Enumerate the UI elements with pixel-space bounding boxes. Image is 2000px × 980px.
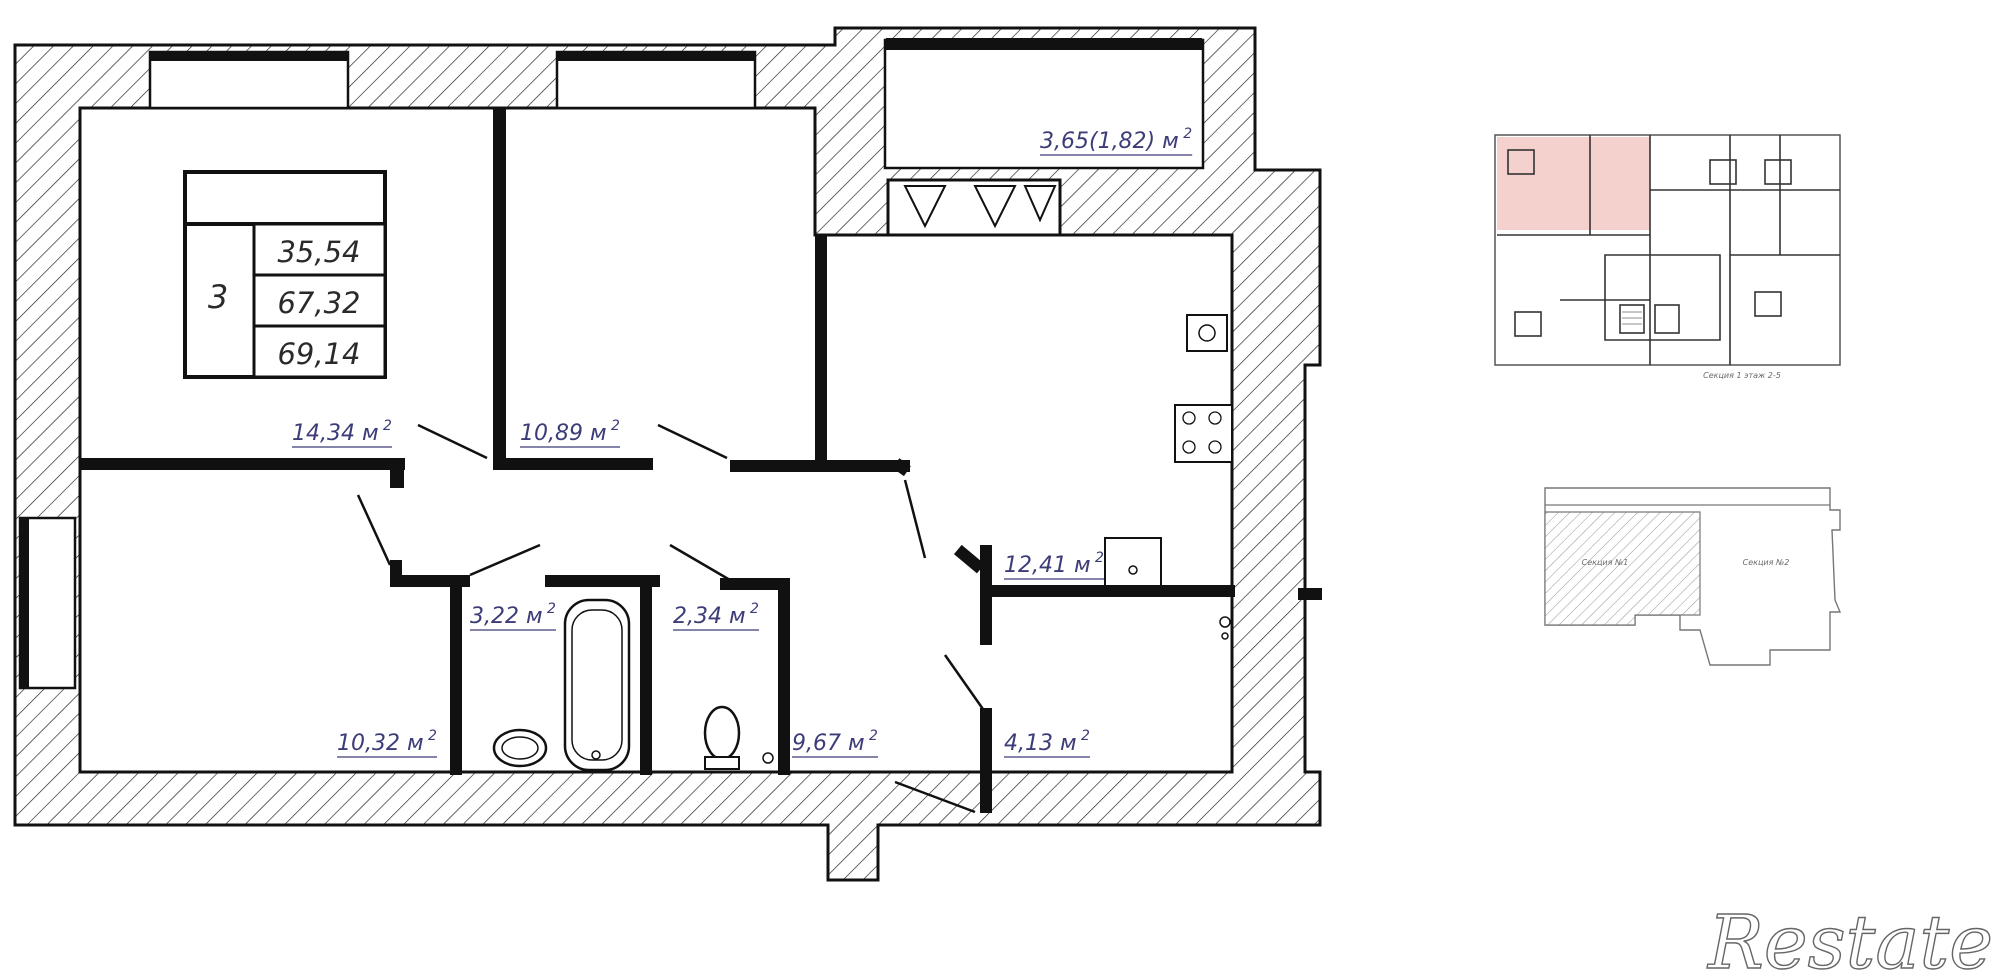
room-area-unit: м <box>407 731 424 756</box>
room-area-unit: м <box>526 604 543 629</box>
room-area-label-bedroom-2: 10,89 м 2 <box>520 418 620 446</box>
room-area-value: 3,22 <box>470 604 526 629</box>
total-with-balcony-value: 69,14 <box>277 337 360 371</box>
room-area-unit: м <box>1060 731 1077 756</box>
room-area-superscript: 2 <box>424 728 437 744</box>
room-area-superscript: 2 <box>607 418 620 434</box>
bathroom-sink <box>492 728 548 768</box>
area-summary-table: 3 35,54 67,32 69,14 <box>183 170 387 379</box>
room-area-superscript: 2 <box>379 418 392 434</box>
room-area-superscript: 2 <box>746 601 759 617</box>
living-area-value: 35,54 <box>277 235 360 269</box>
restate-logo: Restate <box>1706 900 1993 980</box>
room-area-unit: м <box>729 604 746 629</box>
window-top-left <box>148 50 350 110</box>
section-2-label: Секция №2 <box>1743 558 1790 567</box>
room-area-label-toilet: 2,34 м 2 <box>673 601 759 629</box>
room-area-value: 9,67 <box>792 731 848 756</box>
room-area-unit: м <box>1074 553 1091 578</box>
section-1-area <box>1544 511 1701 626</box>
room-area-superscript: 2 <box>543 601 556 617</box>
kitchen-stove <box>1174 404 1233 463</box>
window-left <box>18 516 77 690</box>
room-area-label-bedroom-3: 10,32 м 2 <box>337 728 437 756</box>
room-area-value: 3,65(1,82) <box>1040 129 1162 154</box>
room-area-unit: м <box>590 421 607 446</box>
room-area-label-hallway: 9,67 м 2 <box>792 728 878 756</box>
bathtub <box>563 598 631 772</box>
door-swings <box>356 423 987 814</box>
kitchen-boiler <box>1186 314 1228 352</box>
room-area-value: 2,34 <box>673 604 729 629</box>
toilet-bowl <box>703 705 741 761</box>
room-area-unit: м <box>1162 129 1179 154</box>
room-area-label-storage: 4,13 м 2 <box>1004 728 1090 756</box>
balcony-rail <box>886 38 1202 50</box>
room-area-value: 12,41 <box>1004 553 1074 578</box>
highlighted-apartment <box>1497 137 1650 230</box>
room-area-value: 14,34 <box>292 421 362 446</box>
room-area-unit: м <box>848 731 865 756</box>
room-area-label-bedroom-1: 14,34 м 2 <box>292 418 392 446</box>
room-area-value: 4,13 <box>1004 731 1060 756</box>
section-1-label: Секция №1 <box>1582 558 1629 567</box>
room-area-superscript: 2 <box>865 728 878 744</box>
room-area-superscript: 2 <box>1091 550 1104 566</box>
room-count: 3 <box>208 278 228 316</box>
floor-key-caption: Секция 1 этаж 2-5 <box>1703 371 1781 380</box>
kitchen-sink <box>1104 537 1162 587</box>
total-area-value: 67,32 <box>277 286 360 320</box>
interior-walls <box>80 108 1235 813</box>
section-key-plan: Секция №1 Секция №2 <box>1544 487 1842 666</box>
room-area-label-bathroom: 3,22 м 2 <box>470 601 556 629</box>
room-area-value: 10,89 <box>520 421 590 446</box>
balcony-area <box>883 38 1205 170</box>
room-area-unit: м <box>362 421 379 446</box>
room-area-label-balcony: 3,65(1,82) м 2 <box>1040 126 1192 154</box>
room-area-label-kitchen: 12,41 м 2 <box>1004 550 1104 578</box>
room-area-superscript: 2 <box>1077 728 1090 744</box>
floor-key-plan: Секция 1 этаж 2-5 <box>1494 134 1841 380</box>
window-top-middle <box>555 50 757 110</box>
room-area-superscript: 2 <box>1179 126 1192 142</box>
room-area-value: 10,32 <box>337 731 407 756</box>
